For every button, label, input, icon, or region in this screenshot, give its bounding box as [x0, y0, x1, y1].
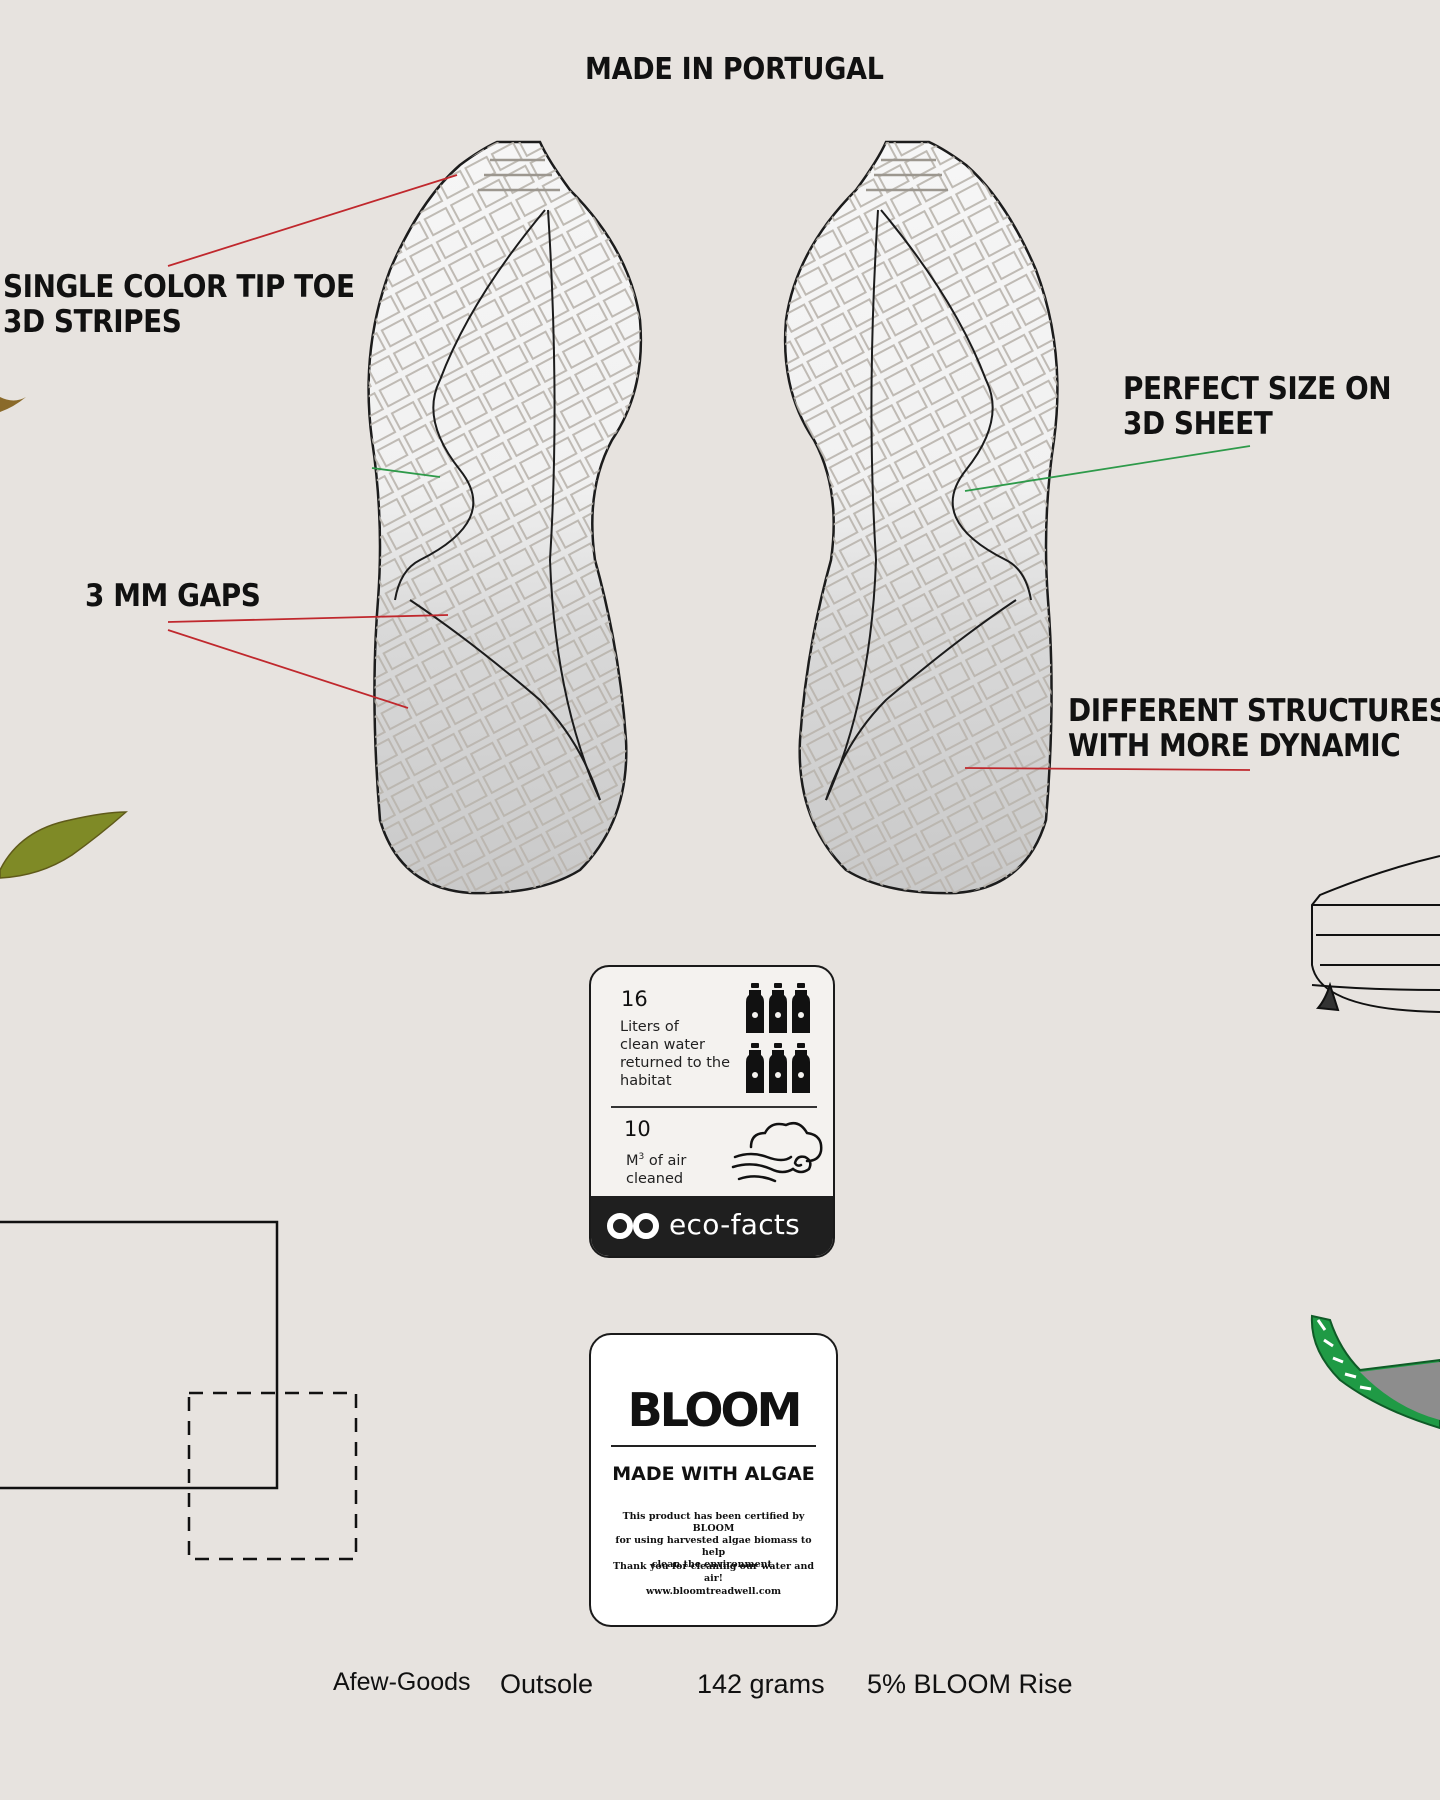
air-value: 10: [624, 1117, 651, 1141]
callout-tip-toe: SINGLE COLOR TIP TOE 3D STRIPES: [3, 270, 355, 340]
callout-perfect-size: PERFECT SIZE ON 3D SHEET: [1123, 371, 1392, 442]
water-bottle-icon: [746, 983, 810, 1093]
spec-part: Outsole: [500, 1669, 594, 1699]
air-unit: M: [626, 1152, 639, 1169]
eco-facts-card: 16 Liters of clean water returned to the…: [589, 965, 835, 1258]
air-unit-sup: 3: [638, 1152, 645, 1162]
left-sole: [367, 140, 643, 895]
bloom-logo: BLOOM: [627, 1383, 803, 1437]
water-desc-line: returned to the: [620, 1055, 731, 1071]
perfect-size-leader: [964, 445, 1251, 492]
air-desc-line1: M3 of air: [626, 1148, 686, 1170]
spec-material: 5% BLOOM Rise: [867, 1669, 1073, 1699]
leaf-icon-large: [0, 811, 128, 879]
water-value: 16: [621, 987, 648, 1011]
gaps-leader-2: [167, 629, 409, 709]
air-description: M3 of air cleaned: [626, 1148, 686, 1188]
callout-tip-toe-line2: 3D STRIPES: [3, 304, 182, 340]
callout-gaps: 3 MM GAPS: [85, 578, 261, 614]
spec-brand: Afew-Goods: [333, 1668, 471, 1696]
infinity-icon: [607, 1213, 659, 1239]
left-green-leader: [371, 467, 441, 478]
water-description: Liters of clean water returned to the ha…: [620, 1018, 730, 1090]
structures-leader: [964, 767, 1251, 771]
green-sole-fragment: [1310, 1314, 1440, 1430]
tip-toe-leader: [167, 174, 458, 267]
eco-facts-footer: eco-facts: [591, 1196, 833, 1256]
bloom-card: BLOOM MADE WITH ALGAE This product has b…: [589, 1333, 838, 1627]
bloom-body-line: for using harvested algae biomass to hel…: [615, 1535, 812, 1558]
spec-weight: 142 grams: [697, 1669, 825, 1699]
callout-structures-line1: DIFFERENT STRUCTURES: [1068, 693, 1440, 729]
right-sole: [783, 140, 1059, 895]
callout-perfect-size-line2: 3D SHEET: [1123, 406, 1273, 442]
callout-perfect-size-line1: PERFECT SIZE ON: [1123, 371, 1392, 407]
bloom-body-line: This product has been certified by BLOOM: [622, 1511, 805, 1534]
shoe-sketch: [1311, 855, 1440, 1013]
gaps-leader-1: [167, 614, 449, 623]
bloom-url: www.bloomtreadwell.com: [645, 1586, 782, 1597]
bloom-body: This product has been certified by BLOOM…: [609, 1511, 818, 1571]
solid-frame: [0, 1220, 279, 1490]
dashed-frame: [187, 1391, 358, 1561]
eco-facts-label: eco-facts: [669, 1208, 801, 1241]
water-desc-line: Liters of: [620, 1019, 679, 1035]
callout-tip-toe-line1: SINGLE COLOR TIP TOE: [3, 269, 355, 305]
water-desc-line: clean water: [620, 1037, 705, 1053]
air-desc-line2: cleaned: [626, 1170, 684, 1187]
page-title: MADE IN PORTUGAL: [585, 52, 884, 87]
callout-structures: DIFFERENT STRUCTURES WITH MORE DYNAMIC: [1068, 694, 1440, 764]
air-cloud-icon: [731, 1122, 823, 1183]
eco-divider: [611, 1106, 817, 1108]
bloom-divider: [611, 1445, 816, 1447]
bloom-body-line: clean the environment.: [651, 1559, 776, 1570]
bloom-thanks: Thank you for cleaning our water and air…: [612, 1561, 815, 1584]
callout-structures-line2: WITH MORE DYNAMIC: [1068, 728, 1401, 764]
air-desc-rest: of air: [644, 1152, 687, 1169]
water-desc-line: habitat: [620, 1073, 672, 1089]
leaf-icon: [0, 397, 26, 412]
bloom-subtitle: MADE WITH ALGAE: [612, 1463, 815, 1485]
